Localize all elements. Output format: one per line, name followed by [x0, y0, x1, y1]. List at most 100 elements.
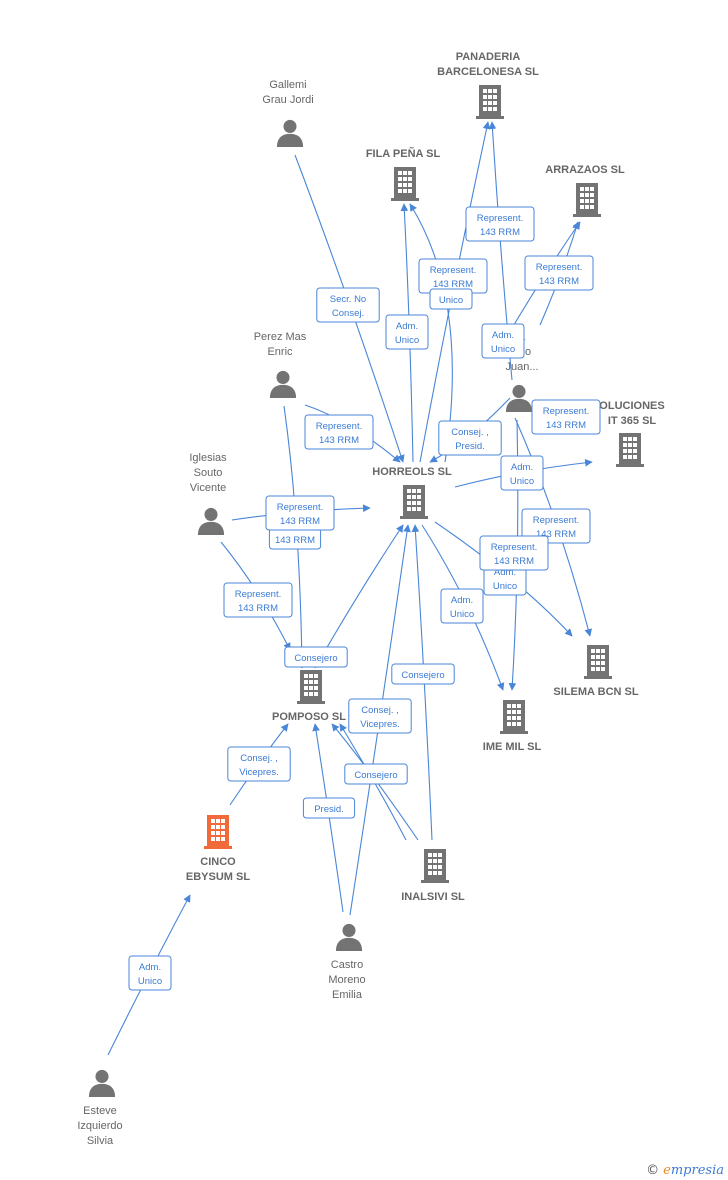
edge-label-l6[interactable]: Adm.Unico [385, 314, 429, 350]
brand-name: mpresia [670, 1163, 724, 1178]
edge-label-text: Unico [439, 295, 463, 306]
node-label: Souto [194, 467, 223, 479]
edge-label-l7[interactable]: Adm.Unico [481, 323, 525, 359]
edge-label-l25[interactable]: Adm.Unico [128, 955, 172, 991]
node-silema[interactable]: SILEMA BCN SL [553, 645, 639, 698]
edge-label-text: Adm. [511, 462, 533, 473]
node-label: IT 365 SL [608, 415, 657, 427]
edge-label-box [524, 255, 594, 291]
edge-label-l23[interactable]: Consejero [344, 763, 408, 785]
edge-label-text: Represent. [430, 265, 476, 276]
edge-label-l24[interactable]: Presid. [302, 797, 356, 819]
node-label: Moreno [328, 974, 365, 986]
edge-label-text: Unico [510, 476, 534, 487]
edge-label-text: 143 RRM [539, 276, 579, 287]
edge-label-l2[interactable]: Represent. 143 RRM [418, 258, 488, 294]
edge-label-l10[interactable]: Consej. , Presid. [438, 420, 502, 456]
node-label: OLUCIONES [599, 400, 664, 412]
node-inalsivi[interactable]: INALSIVI SL [401, 849, 465, 903]
building-icon[interactable] [476, 85, 504, 119]
person-icon[interactable] [269, 370, 297, 398]
edge-label-l17[interactable]: Represent.143 RRM [223, 582, 293, 618]
building-icon[interactable] [500, 700, 528, 734]
node-pomposo[interactable]: POMPOSO SL [272, 670, 346, 723]
edge-label-text: Adm. [451, 595, 473, 606]
edge-label-l22[interactable]: Consej. ,Vicepres. [227, 746, 291, 782]
person-icon[interactable] [335, 923, 363, 951]
node-label: Grau Jordi [262, 94, 313, 106]
edge-label-box [348, 698, 412, 734]
edge-label-text: Presid. [455, 441, 485, 452]
building-icon[interactable] [297, 670, 325, 704]
edge-label-text: Vicepres. [239, 767, 278, 778]
node-label: Gallemi [269, 79, 306, 91]
node-arrazaos[interactable]: ARRAZAOS SL [545, 164, 625, 217]
edge-label-box [479, 535, 549, 571]
edge-label-box [223, 582, 293, 618]
edge-label-box [465, 206, 535, 242]
edge-label-text: Secr. No [330, 294, 366, 305]
edge-label-text: Represent. [543, 406, 589, 417]
edge-label-box [128, 955, 172, 991]
edge-label-l4[interactable]: Represent.143 RRM [524, 255, 594, 291]
node-label: Vicente [190, 482, 227, 494]
node-label: ARRAZAOS SL [545, 164, 625, 176]
node-label: EBYSUM SL [186, 871, 250, 883]
empresia-watermark[interactable]: ©empresia [646, 1163, 724, 1178]
edge-label-text: 143 RRM [433, 279, 473, 290]
person-icon[interactable] [276, 119, 304, 147]
edge-label-l1[interactable]: Represent.143 RRM [465, 206, 535, 242]
edge-label-text: Represent. [316, 421, 362, 432]
edge-label-l21[interactable]: Consej. ,Vicepres. [348, 698, 412, 734]
building-icon[interactable] [616, 433, 644, 467]
edge-label-text: Represent. [277, 502, 323, 513]
building-icon[interactable] [573, 183, 601, 217]
building-icon[interactable] [421, 849, 449, 883]
node-label: PANADERIA [456, 51, 521, 63]
edge-label-l14[interactable]: Represent.143 RRM [521, 508, 591, 544]
node-imemil[interactable]: IME MIL SL [483, 700, 542, 753]
building-icon[interactable] [584, 645, 612, 679]
building-icon[interactable] [204, 815, 232, 849]
building-icon[interactable] [400, 485, 428, 519]
person-icon[interactable] [197, 507, 225, 535]
edge-label-l11[interactable]: Adm. Unico [500, 455, 544, 491]
node-horreols[interactable]: HORREOLS SL [372, 466, 452, 519]
edge-label-text: Represent. [491, 542, 537, 553]
node-label: Juan... [505, 361, 538, 373]
e-inalsivi-pomposo2 [339, 723, 407, 841]
edge-label-text: Consejero [401, 670, 444, 681]
edge-label-l3[interactable]: Unico [429, 288, 473, 310]
edge-label-l13[interactable]: Represent.143 RRM [265, 495, 335, 531]
node-label: Perez Mas [254, 331, 307, 343]
edge-label-l8[interactable]: Represent.143 RRM [304, 414, 374, 450]
e-castro-pomposo [312, 723, 344, 913]
edge-label-l18[interactable]: Adm.Unico [440, 588, 484, 624]
node-filapena[interactable]: FILA PEÑA SL [366, 147, 441, 201]
edge-label-l20[interactable]: Consejero [391, 663, 455, 685]
node-label: HORREOLS SL [372, 466, 452, 478]
person-icon[interactable] [88, 1069, 116, 1097]
node-label: SILEMA BCN SL [553, 686, 638, 698]
node-soluciones[interactable]: OLUCIONES IT 365 SL [599, 400, 665, 467]
edge-label-box [440, 588, 484, 624]
edge-label-l9[interactable]: Represent.143 RRM [531, 399, 601, 435]
edge-label-l12[interactable]: 143 RRM [268, 528, 322, 550]
node-label: FILA PEÑA SL [366, 147, 441, 160]
edge-label-l16[interactable]: Represent.143 RRM [479, 535, 549, 571]
edge-label-box [531, 399, 601, 435]
edge-label-box [429, 288, 473, 310]
building-icon[interactable] [391, 167, 419, 201]
edge-label-l19[interactable]: Consejero [284, 646, 348, 668]
edge-label-text: Consej. , [451, 427, 489, 438]
edge-label-text: 143 RRM [480, 227, 520, 238]
